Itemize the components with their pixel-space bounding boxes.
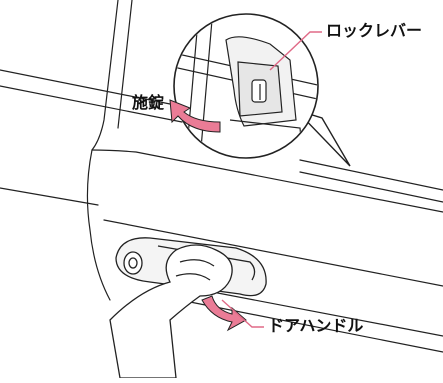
door-edge-2: [0, 187, 99, 206]
pull-arrow: [201, 295, 247, 332]
window-pillar-inner: [117, 0, 133, 129]
leader-lock-lever: [269, 31, 322, 71]
lock-arrow: [169, 99, 221, 133]
hand: [109, 244, 233, 379]
zoom-circle: [169, 13, 351, 167]
leader-door-handle: [221, 299, 264, 328]
door-bottom-line-2: [179, 299, 443, 353]
window-line-right: [299, 159, 443, 191]
window-pillar: [91, 0, 119, 151]
door-edge-3: [103, 219, 443, 287]
label-door-handle: ドアハンドル: [268, 318, 364, 335]
lock-knob: [251, 79, 267, 103]
window-line-right-2: [299, 171, 443, 203]
label-lock: 施錠: [132, 95, 165, 112]
door-handle-area: [109, 237, 267, 379]
window-line-lower: [0, 85, 183, 123]
door-top-edge: [91, 149, 443, 213]
label-lock-lever: ロックレバー: [326, 23, 423, 40]
door-front-edge: [86, 149, 111, 301]
window-line-upper: [0, 69, 191, 109]
